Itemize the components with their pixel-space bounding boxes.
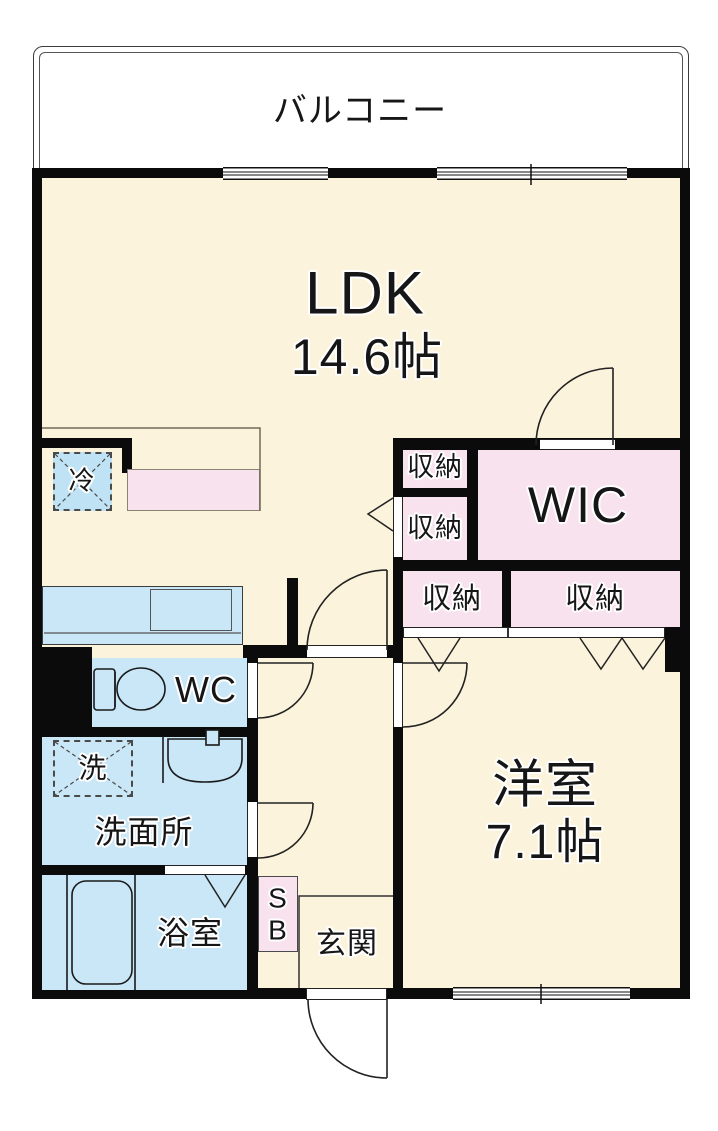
closet-strip-divider [507,628,509,637]
door-arc-wic [535,367,614,446]
bathroom-label: 浴室 [156,915,224,952]
refrigerator-label: 冷 [68,465,96,496]
kitchen-sink [150,589,232,631]
entrance-door-opening [306,988,387,1000]
toilet-tank [93,668,116,711]
wc-label: WC [175,669,237,711]
toilet-bowl [116,667,166,711]
window-balcony-left [223,167,328,180]
door-arc-wc [257,662,314,719]
wall-kitchen-l-vertical [122,448,132,473]
ldk-label: LDK [305,259,425,327]
bathtub-icon [66,875,136,990]
closet-opening-strip [403,627,665,638]
wall-storage-wic-divider [467,448,478,560]
door-opening-ldk-hall [307,645,387,658]
door-opening-bathroom [165,865,245,875]
balcony-area [33,46,689,172]
room-storage-2 [403,497,467,560]
storage-1-label: 収納 [407,451,463,482]
door-opening-washroom [247,802,258,857]
room-storage-4 [511,571,680,627]
shoe-box-label-b: B [268,914,288,946]
room-wic [478,450,680,560]
entrance-step-line [298,895,393,988]
room-washroom [42,737,247,865]
washer-x-mark [54,741,132,796]
western-room-label: 洋室 [491,756,599,815]
ldk-area-label: 14.6帖 [290,328,444,385]
washer-box [53,740,133,797]
kitchen-counter [42,586,243,645]
room-bathroom [42,875,247,990]
faucet [205,729,220,746]
washer-label: 洗 [78,752,108,784]
washroom-label: 洗面所 [94,814,194,851]
wic-label: WIC [527,476,629,533]
door-opening-wic [540,439,615,450]
door-opening-western-room [393,663,403,727]
storage-3-label: 収納 [421,582,483,615]
wall-kitchen-stub [287,578,298,650]
shoe-box-label-s: S [268,882,288,914]
kitchen-boundary-line [42,427,261,511]
wall-pipe-block [42,647,92,727]
toilet-icon [93,667,166,711]
balcony-label: バルコニー [272,92,448,131]
balcony-inner-rail [39,52,683,171]
window-mullion-ticks [530,164,542,1004]
door-arc-ldk-hall [306,569,388,651]
kitchen-cabinet [127,469,260,511]
door-arc-western-room [402,662,468,728]
door-arc-entrance [307,998,388,1079]
wall-wc-bottom [42,727,247,737]
wall-storage-divider-h [393,488,478,497]
vanity-sink-icon [162,729,243,783]
room-storage-1 [403,450,467,488]
storage-2-label: 収納 [407,512,463,543]
entrance-label: 玄関 [316,927,378,961]
bathtub [71,880,133,985]
storage-4-label: 収納 [564,582,626,615]
wall-washroom-bottom [42,865,247,875]
window-balcony-right [437,167,627,180]
western-room-area-label: 7.1帖 [485,815,605,869]
shoe-box [258,876,298,952]
folding-door-bathroom [204,874,246,909]
folding-door-storage-3 [417,637,461,673]
fridge-x-mark [54,453,111,510]
room-storage-3 [403,571,502,627]
wall-pillar-right [665,627,690,672]
door-arc-washroom [257,802,314,859]
door-opening-wc [247,663,258,718]
sink-bowl [167,738,243,783]
wall-storage34-divider [502,571,511,627]
folding-door-storage-4 [579,636,666,671]
door-opening-storage-2 [393,497,403,557]
wall-kitchen-l-horizontal [42,438,132,448]
wall-wic-bottom [393,560,690,571]
storage-2-door-marker [366,497,394,532]
